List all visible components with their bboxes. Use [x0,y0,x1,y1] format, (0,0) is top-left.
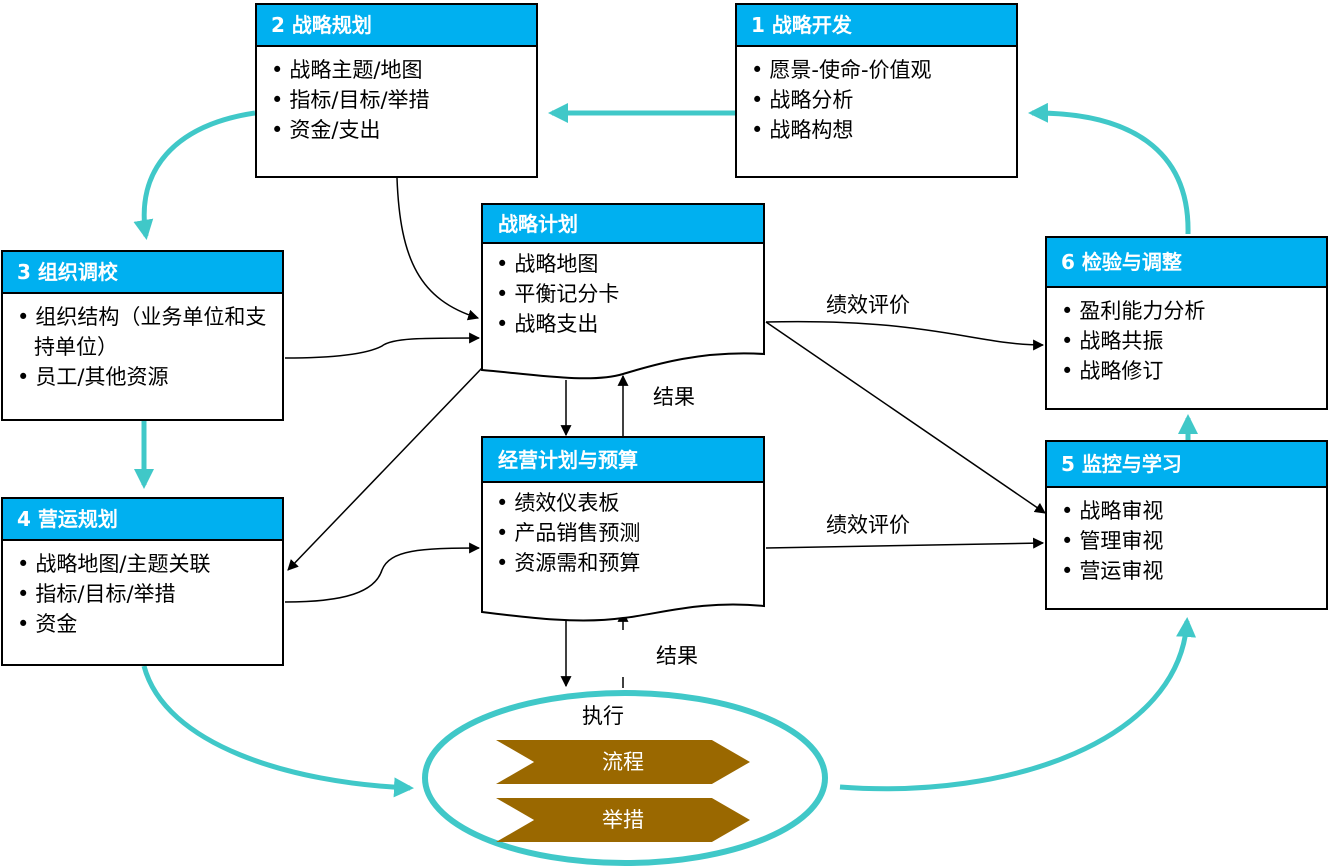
connector-budget-to-monitor [765,537,1045,549]
ops-budget-header-bg [483,438,763,482]
result-label-top: 结果 [653,385,695,409]
list-item: 绩效仪表板 [496,488,640,518]
connector-plan-to-test [765,320,1045,351]
strategy-development-box: 1 战略开发 愿景-使命-价值观 战略分析 战略构想 [735,3,1018,178]
strategy-planning-box: 2 战略规划 战略主题/地图 指标/目标/举措 资金/支出 [255,3,538,178]
strategy-planning-title: 2 战略规划 [257,5,536,47]
list-item: 战略分析 [751,85,1016,115]
list-item: 营运审视 [1061,556,1326,586]
list-item: 愿景-使命-价值观 [751,55,1016,85]
connector-plan-to-ops [287,367,483,571]
connector-planning-to-plan [396,177,480,321]
strategy-development-title: 1 战略开发 [737,5,1016,47]
test-adapt-list: 盈利能力分析 战略共振 战略修订 [1047,288,1326,386]
ops-budget-title: 经营计划与预算 [498,448,638,472]
cycle-arrow-4-to-exec [141,665,414,798]
cycle-arrow-2-to-3 [133,110,256,240]
list-item: 资金 [17,609,282,639]
list-item: 战略审视 [1061,496,1326,526]
org-alignment-list: 组织结构（业务单位和支持单位） 员工/其他资源 [3,294,282,392]
monitor-learn-box: 5 监控与学习 战略审视 管理审视 营运审视 [1045,440,1328,610]
list-item: 员工/其他资源 [17,362,276,392]
connector-org-to-plan [284,332,481,359]
test-adapt-box: 6 检验与调整 盈利能力分析 战略共振 战略修订 [1045,236,1328,410]
list-item: 战略构想 [751,115,1016,145]
list-item: 战略支出 [496,309,619,339]
monitor-learn-list: 战略审视 管理审视 营运审视 [1047,488,1326,586]
list-item: 平衡记分卡 [496,279,619,309]
list-item: 战略共振 [1061,326,1326,356]
list-item: 指标/目标/举措 [271,85,536,115]
list-item: 资金/支出 [271,115,536,145]
strategy-development-list: 愿景-使命-价值观 战略分析 战略构想 [737,47,1016,145]
list-item: 管理审视 [1061,526,1326,556]
ops-budget-list: 绩效仪表板 产品销售预测 资源需和预算 [496,488,640,578]
list-item: 组织结构（业务单位和支持单位） [17,302,276,362]
list-item: 资源需和预算 [496,548,640,578]
ops-planning-title: 4 营运规划 [3,499,282,541]
ops-planning-box: 4 营运规划 战略地图/主题关联 指标/目标/举措 资金 [1,497,284,666]
strategic-plan-header-bg [483,205,763,243]
initiative-chevron: 举措 [496,798,750,842]
list-item: 产品销售预测 [496,518,640,548]
connector-opsplan-to-budget [284,542,481,603]
perf-eval-label-bottom: 绩效评价 [826,513,910,537]
connector-plan-to-monitor [765,321,1046,514]
list-item: 战略地图/主题关联 [17,549,282,579]
strategic-plan-title: 战略计划 [498,212,578,236]
strategy-planning-list: 战略主题/地图 指标/目标/举措 资金/支出 [257,47,536,145]
list-item: 盈利能力分析 [1061,296,1326,326]
ops-planning-list: 战略地图/主题关联 指标/目标/举措 资金 [3,541,282,639]
strategic-plan-list: 战略地图 平衡记分卡 战略支出 [496,249,619,339]
process-chevron: 流程 [496,740,750,784]
execute-label: 执行 [582,704,624,728]
org-alignment-title: 3 组织调校 [3,252,282,294]
cycle-arrow-6-to-1 [1028,102,1191,235]
test-adapt-title: 6 检验与调整 [1047,238,1326,288]
perf-eval-label-top: 绩效评价 [826,293,910,317]
list-item: 战略主题/地图 [271,55,536,85]
monitor-learn-title: 5 监控与学习 [1047,442,1326,488]
result-label-bottom: 结果 [656,644,698,668]
list-item: 指标/目标/举措 [17,579,282,609]
list-item: 战略修订 [1061,356,1326,386]
list-item: 战略地图 [496,249,619,279]
org-alignment-box: 3 组织调校 组织结构（业务单位和支持单位） 员工/其他资源 [1,250,284,421]
cycle-arrow-exec-to-5 [839,617,1197,792]
